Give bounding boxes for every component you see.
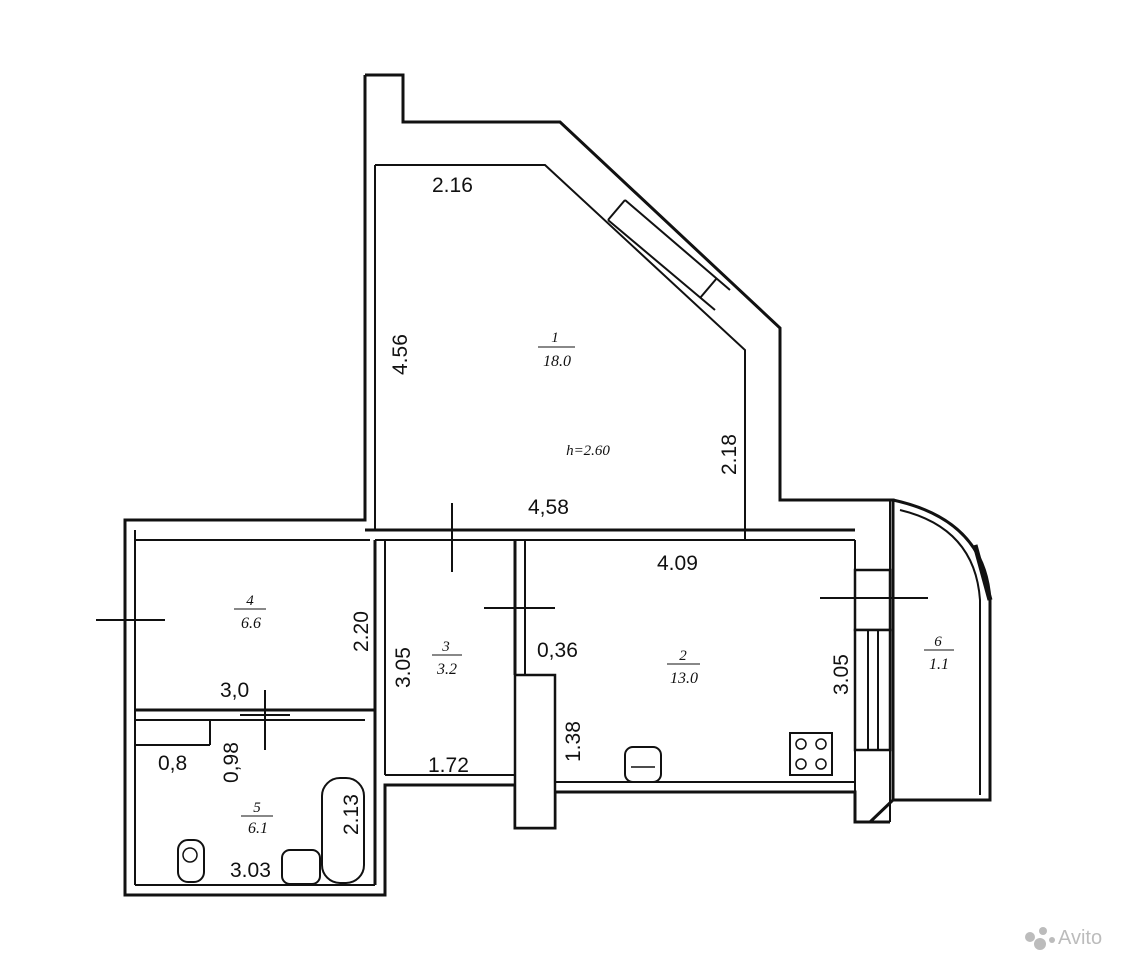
dim-0-36: 0,36 bbox=[537, 639, 578, 662]
dim-0-98: 0,98 bbox=[220, 742, 243, 783]
room-label-2: 2 13.0 bbox=[667, 648, 700, 687]
room-label-5: 5 6.1 bbox=[241, 800, 273, 837]
watermark-text: Avito bbox=[1058, 927, 1102, 949]
sink-icon bbox=[624, 746, 662, 783]
dim-3-05-room2: 3.05 bbox=[830, 654, 853, 695]
svg-text:1: 1 bbox=[551, 330, 559, 346]
dim-2-18: 2.18 bbox=[718, 434, 741, 475]
svg-text:3: 3 bbox=[441, 639, 450, 655]
ceiling-height: h=2.60 bbox=[566, 443, 610, 459]
washbasin-icon bbox=[281, 849, 321, 885]
svg-text:5: 5 bbox=[253, 800, 261, 816]
dim-1-38: 1.38 bbox=[562, 721, 585, 762]
svg-text:1.1: 1.1 bbox=[929, 656, 949, 673]
room-label-3: 3 3.2 bbox=[432, 639, 462, 678]
svg-text:6: 6 bbox=[934, 634, 942, 650]
svg-text:3.2: 3.2 bbox=[436, 661, 457, 678]
dim-3-03: 3.03 bbox=[230, 859, 271, 882]
dim-4-56: 4.56 bbox=[389, 334, 412, 375]
watermark: Avito bbox=[1025, 927, 1102, 950]
svg-text:4: 4 bbox=[246, 593, 254, 609]
room-label-6: 6 1.1 bbox=[924, 634, 954, 673]
dim-3-05-room3: 3.05 bbox=[392, 647, 415, 688]
svg-text:6.1: 6.1 bbox=[248, 820, 268, 837]
svg-text:13.0: 13.0 bbox=[670, 670, 698, 687]
stove-icon bbox=[789, 732, 833, 776]
svg-text:2: 2 bbox=[679, 648, 687, 664]
svg-text:6.6: 6.6 bbox=[241, 615, 261, 632]
dim-0-8: 0,8 bbox=[158, 752, 187, 775]
room-label-1: 1 18.0 bbox=[538, 330, 575, 370]
dim-3-0: 3,0 bbox=[220, 679, 249, 702]
toilet-icon bbox=[177, 839, 205, 883]
room-label-4: 4 6.6 bbox=[234, 593, 266, 632]
bathtub-icon bbox=[321, 777, 365, 884]
dim-2-16: 2.16 bbox=[432, 174, 473, 197]
dim-2-13: 2.13 bbox=[340, 794, 363, 835]
dim-1-72: 1.72 bbox=[428, 754, 469, 777]
dim-4-58: 4,58 bbox=[528, 496, 569, 519]
dim-4-09: 4.09 bbox=[657, 552, 698, 575]
window-room-2 bbox=[853, 568, 892, 752]
window-room-1 bbox=[607, 199, 731, 311]
svg-text:18.0: 18.0 bbox=[543, 353, 571, 370]
dim-2-20: 2.20 bbox=[350, 611, 373, 652]
pillar bbox=[513, 673, 557, 830]
door-ticks bbox=[96, 503, 928, 750]
outer-walls bbox=[123, 73, 895, 897]
balcony-outline bbox=[892, 498, 993, 802]
